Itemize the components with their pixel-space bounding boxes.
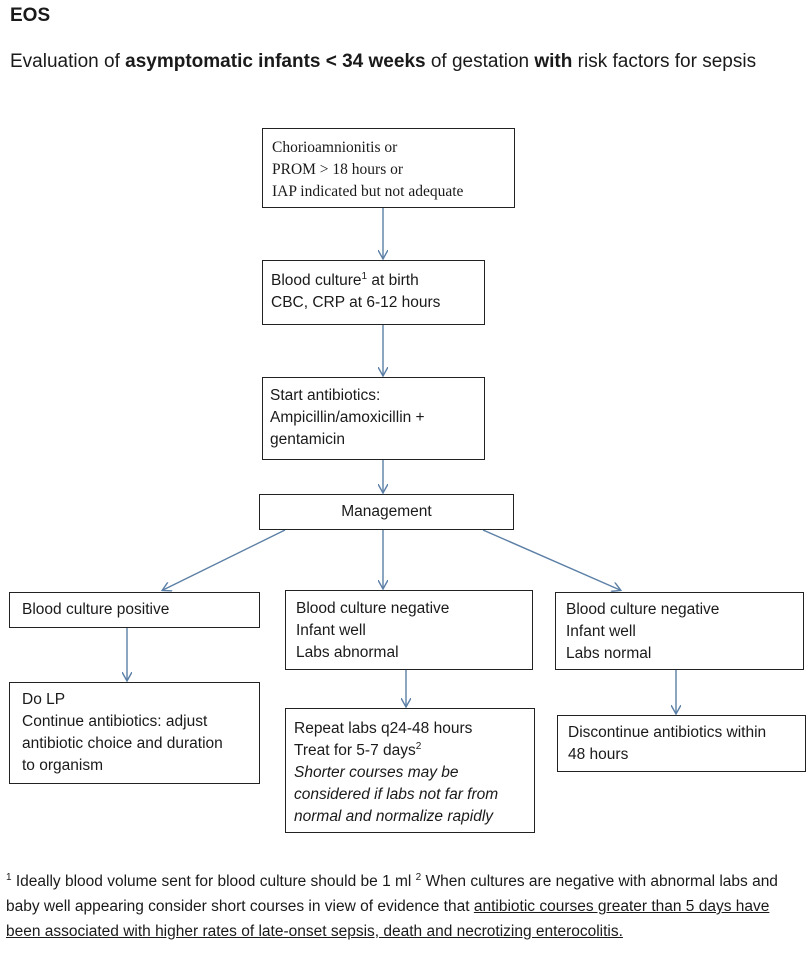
- management-label: Management: [341, 503, 432, 520]
- antibiotics-line-1: Start antibiotics:: [270, 387, 381, 404]
- neg-normal-line-2: Infant well: [566, 623, 636, 640]
- risk-line-3: IAP indicated but not adequate: [272, 183, 464, 200]
- do-lp-line-3: antibiotic choice and duration: [22, 735, 223, 752]
- management-box: Management: [259, 494, 514, 530]
- culture-negative-labs-normal-box: Blood culture negative Infant well Labs …: [555, 592, 804, 670]
- repeat-line-1: Repeat labs q24-48 hours: [294, 720, 473, 737]
- repeat-line-5: normal and normalize rapidly: [294, 808, 494, 825]
- footnote-ref-2: 2: [415, 740, 422, 752]
- discontinue-line-2: 48 hours: [568, 746, 629, 763]
- footnote-1-text: Ideally blood volume sent for blood cult…: [11, 873, 416, 890]
- footnote-2-text: When cultures are negative with abnormal…: [6, 873, 778, 915]
- subtitle-part-3: risk factors for sepsis: [572, 51, 757, 72]
- subtitle-part-2: of gestation: [425, 51, 535, 72]
- culture-line-2: CBC, CRP at 6-12 hours: [271, 294, 441, 311]
- do-lp-box: Do LP Continue antibiotics: adjust antib…: [9, 682, 260, 784]
- footnote-underlined-text: antibiotic courses greater than 5 days h…: [6, 898, 770, 940]
- subtitle-bold-1: asymptomatic infants < 34 weeks: [125, 51, 426, 72]
- page-subtitle: Evaluation of asymptomatic infants < 34 …: [10, 47, 790, 76]
- subtitle-part-1: Evaluation of: [10, 51, 126, 72]
- repeat-line-2: Treat for 5-7 days2: [294, 740, 534, 762]
- do-lp-line-2: Continue antibiotics: adjust: [22, 713, 208, 730]
- discontinue-line-1: Discontinue antibiotics within: [568, 724, 767, 741]
- repeat-labs-box: Repeat labs q24-48 hours Treat for 5-7 d…: [285, 708, 535, 833]
- page-heading: EOS: [10, 5, 51, 26]
- culture-line-1: Blood culture1 at birth: [271, 270, 484, 292]
- do-lp-line-1: Do LP: [22, 691, 66, 708]
- antibiotics-line-2: Ampicillin/amoxicillin +: [270, 409, 425, 426]
- culture-negative-labs-abnormal-box: Blood culture negative Infant well Labs …: [285, 590, 533, 670]
- footnote: 1 Ideally blood volume sent for blood cu…: [6, 869, 801, 944]
- antibiotics-line-3: gentamicin: [270, 431, 345, 448]
- positive-line-1: Blood culture positive: [22, 601, 170, 618]
- start-antibiotics-box: Start antibiotics: Ampicillin/amoxicilli…: [262, 377, 485, 460]
- neg-abnormal-line-1: Blood culture negative: [296, 600, 450, 617]
- discontinue-antibiotics-box: Discontinue antibiotics within 48 hours: [557, 715, 806, 772]
- repeat-line-3: Shorter courses may be: [294, 764, 459, 781]
- neg-normal-line-1: Blood culture negative: [566, 601, 720, 618]
- footnote-ref-1: 1: [361, 270, 368, 282]
- neg-normal-line-3: Labs normal: [566, 645, 652, 662]
- do-lp-line-4: to organism: [22, 757, 103, 774]
- subtitle-bold-2: with: [534, 51, 573, 72]
- neg-abnormal-line-3: Labs abnormal: [296, 644, 399, 661]
- repeat-line-4: considered if labs not far from: [294, 786, 499, 803]
- culture-line-1-text: Blood culture: [271, 272, 362, 289]
- risk-line-2: PROM > 18 hours or: [272, 161, 404, 178]
- footnote-2-marker: 2: [415, 871, 422, 883]
- culture-line-1-tail: at birth: [367, 272, 419, 289]
- arrow-management-to-neg-normal: [482, 529, 620, 590]
- risk-factors-box: Chorioamnionitis or PROM > 18 hours or I…: [262, 128, 515, 208]
- neg-abnormal-line-2: Infant well: [296, 622, 366, 639]
- arrow-management-to-positive: [163, 529, 286, 590]
- culture-positive-box: Blood culture positive: [9, 592, 260, 628]
- risk-line-1: Chorioamnionitis or: [272, 139, 398, 156]
- repeat-line-2-text: Treat for 5-7 days: [294, 742, 416, 759]
- blood-culture-birth-box: Blood culture1 at birth CBC, CRP at 6-12…: [262, 260, 485, 325]
- footnote-1-marker: 1: [6, 871, 12, 883]
